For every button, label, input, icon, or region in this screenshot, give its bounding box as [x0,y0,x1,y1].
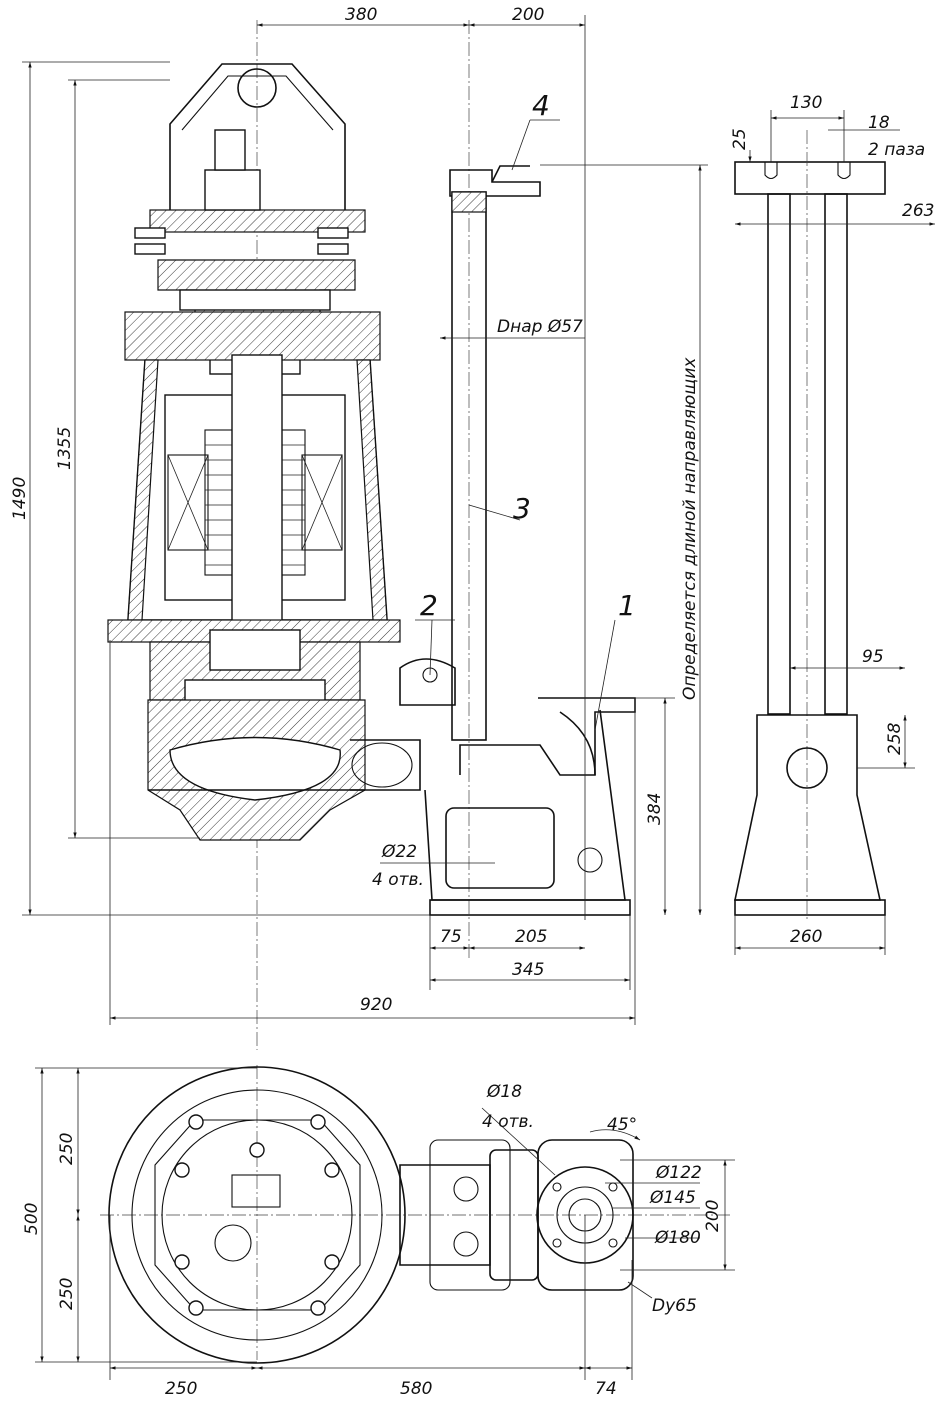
dim-200-plan: 200 [703,1200,723,1232]
top-bolts [134,227,349,255]
dim-250-base: 250 [165,1379,197,1399]
dim-380: 380 [345,5,377,25]
dim-345: 345 [512,960,544,980]
hole-count-label: 4 отв. [372,870,424,890]
dim-260: 260 [790,927,822,947]
slots-label: 2 паза [868,140,925,160]
side-guide-left [767,193,791,715]
callout-2: 2 [420,589,438,622]
front-base-assembly [399,20,636,960]
front-view [107,20,421,1050]
plan-hole-count: 4 отв. [482,1112,534,1132]
pipe-diameter-label: Dнар Ø57 [497,317,583,337]
dim-1490: 1490 [10,477,30,520]
base-window [445,807,555,889]
callout-3: 3 [513,492,531,525]
motor-flange [124,311,381,361]
dim-205: 205 [515,927,547,947]
impeller [169,736,341,801]
guide-length-note: Определяется длиной направляющих [680,357,700,700]
nominal-diameter: Dу65 [652,1296,697,1316]
dim-500: 500 [22,1203,42,1235]
upper-guide-bracket [449,169,541,197]
dim-1355: 1355 [55,427,75,470]
side-base [734,714,881,901]
dim-74: 74 [595,1379,617,1399]
base-plate [429,899,631,916]
dim-95: 95 [862,647,884,667]
hole-diameter-label: Ø22 [381,842,417,862]
dim-250-bottom: 250 [57,1278,77,1310]
dim-130: 130 [790,93,822,113]
dim-145: Ø145 [649,1188,696,1208]
dim-25: 25 [730,128,750,150]
callout-4: 4 [532,89,550,122]
dim-250-top: 250 [57,1133,77,1165]
plan-bolts [174,1114,340,1316]
dim-920: 920 [360,995,392,1015]
dim-75: 75 [440,927,462,947]
callout-1: 1 [618,589,636,622]
guide-hook [399,658,456,706]
dim-384: 384 [645,793,665,825]
dimension-labels: 380 200 1490 1355 384 Определяется длино… [10,5,934,1399]
dim-122: Ø122 [655,1163,702,1183]
dim-180: Ø180 [654,1228,701,1248]
plan-view [100,1065,730,1364]
dim-200: 200 [512,5,544,25]
dim-18-side: 18 [868,113,890,133]
lifting-eye [237,68,277,108]
angle-45: 45° [607,1115,637,1135]
plan-hole-diameter: Ø18 [486,1082,522,1102]
side-top-bracket [734,161,886,195]
dim-258: 258 [885,722,905,755]
plan-outer-casing [108,1066,406,1364]
stator-windings [167,454,343,551]
dim-580: 580 [400,1379,432,1399]
side-outlet [786,747,828,789]
dim-263: 263 [902,201,934,221]
side-guide-right [824,193,848,715]
side-view [734,130,886,920]
dimension-lines [22,15,935,1380]
lower-bearing [209,629,301,671]
